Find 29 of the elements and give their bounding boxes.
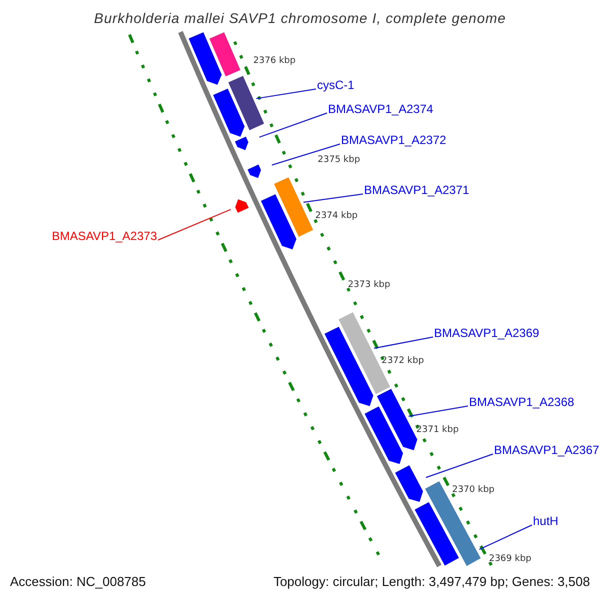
scale-label: 2374 kbp bbox=[315, 212, 358, 222]
gene-label: BMASAVP1_A2367 bbox=[494, 444, 600, 456]
leader-line bbox=[256, 88, 316, 100]
scale-label: 2375 kbp bbox=[318, 156, 360, 166]
leader-line bbox=[408, 406, 468, 417]
gene-label: hutH bbox=[533, 515, 558, 527]
gene-label: BMASAVP1_A2373 bbox=[52, 230, 157, 242]
scale-label: 2371 kbp bbox=[416, 426, 459, 435]
gene-label: BMASAVP1_A2374 bbox=[328, 103, 434, 115]
leader-line bbox=[271, 144, 340, 166]
leader-line bbox=[258, 112, 328, 138]
title: Burkholderia mallei SAVP1 chromosome I, complete genome bbox=[93, 11, 507, 25]
scale-label: 2372 kbp bbox=[382, 357, 424, 366]
scale-label: 2370 kbp bbox=[452, 486, 494, 496]
gene-label: cysC-1 bbox=[317, 79, 354, 91]
gene-label: BMASAVP1_A2372 bbox=[341, 134, 446, 146]
leader-line bbox=[478, 524, 532, 550]
scale-label: 2369 kbp bbox=[488, 554, 532, 564]
leader-line bbox=[303, 194, 364, 203]
gene-label: BMASAVP1_A2371 bbox=[364, 184, 470, 196]
genome-summary-text: Topology: circular; Length: 3,497,479 bp; Genes: 3,508 bbox=[273, 575, 590, 588]
leader-line bbox=[374, 336, 434, 349]
accession-text: Accession: NC_008785 bbox=[10, 575, 146, 588]
gene-label: BMASAVP1_A2369 bbox=[434, 327, 540, 339]
gene-label: BMASAVP1_A2368 bbox=[469, 396, 574, 408]
leader-line bbox=[158, 208, 232, 240]
leader-line bbox=[425, 454, 494, 478]
scale-label: 2373 kbp bbox=[348, 280, 390, 290]
scale-label: 2376 kbp bbox=[253, 56, 296, 66]
